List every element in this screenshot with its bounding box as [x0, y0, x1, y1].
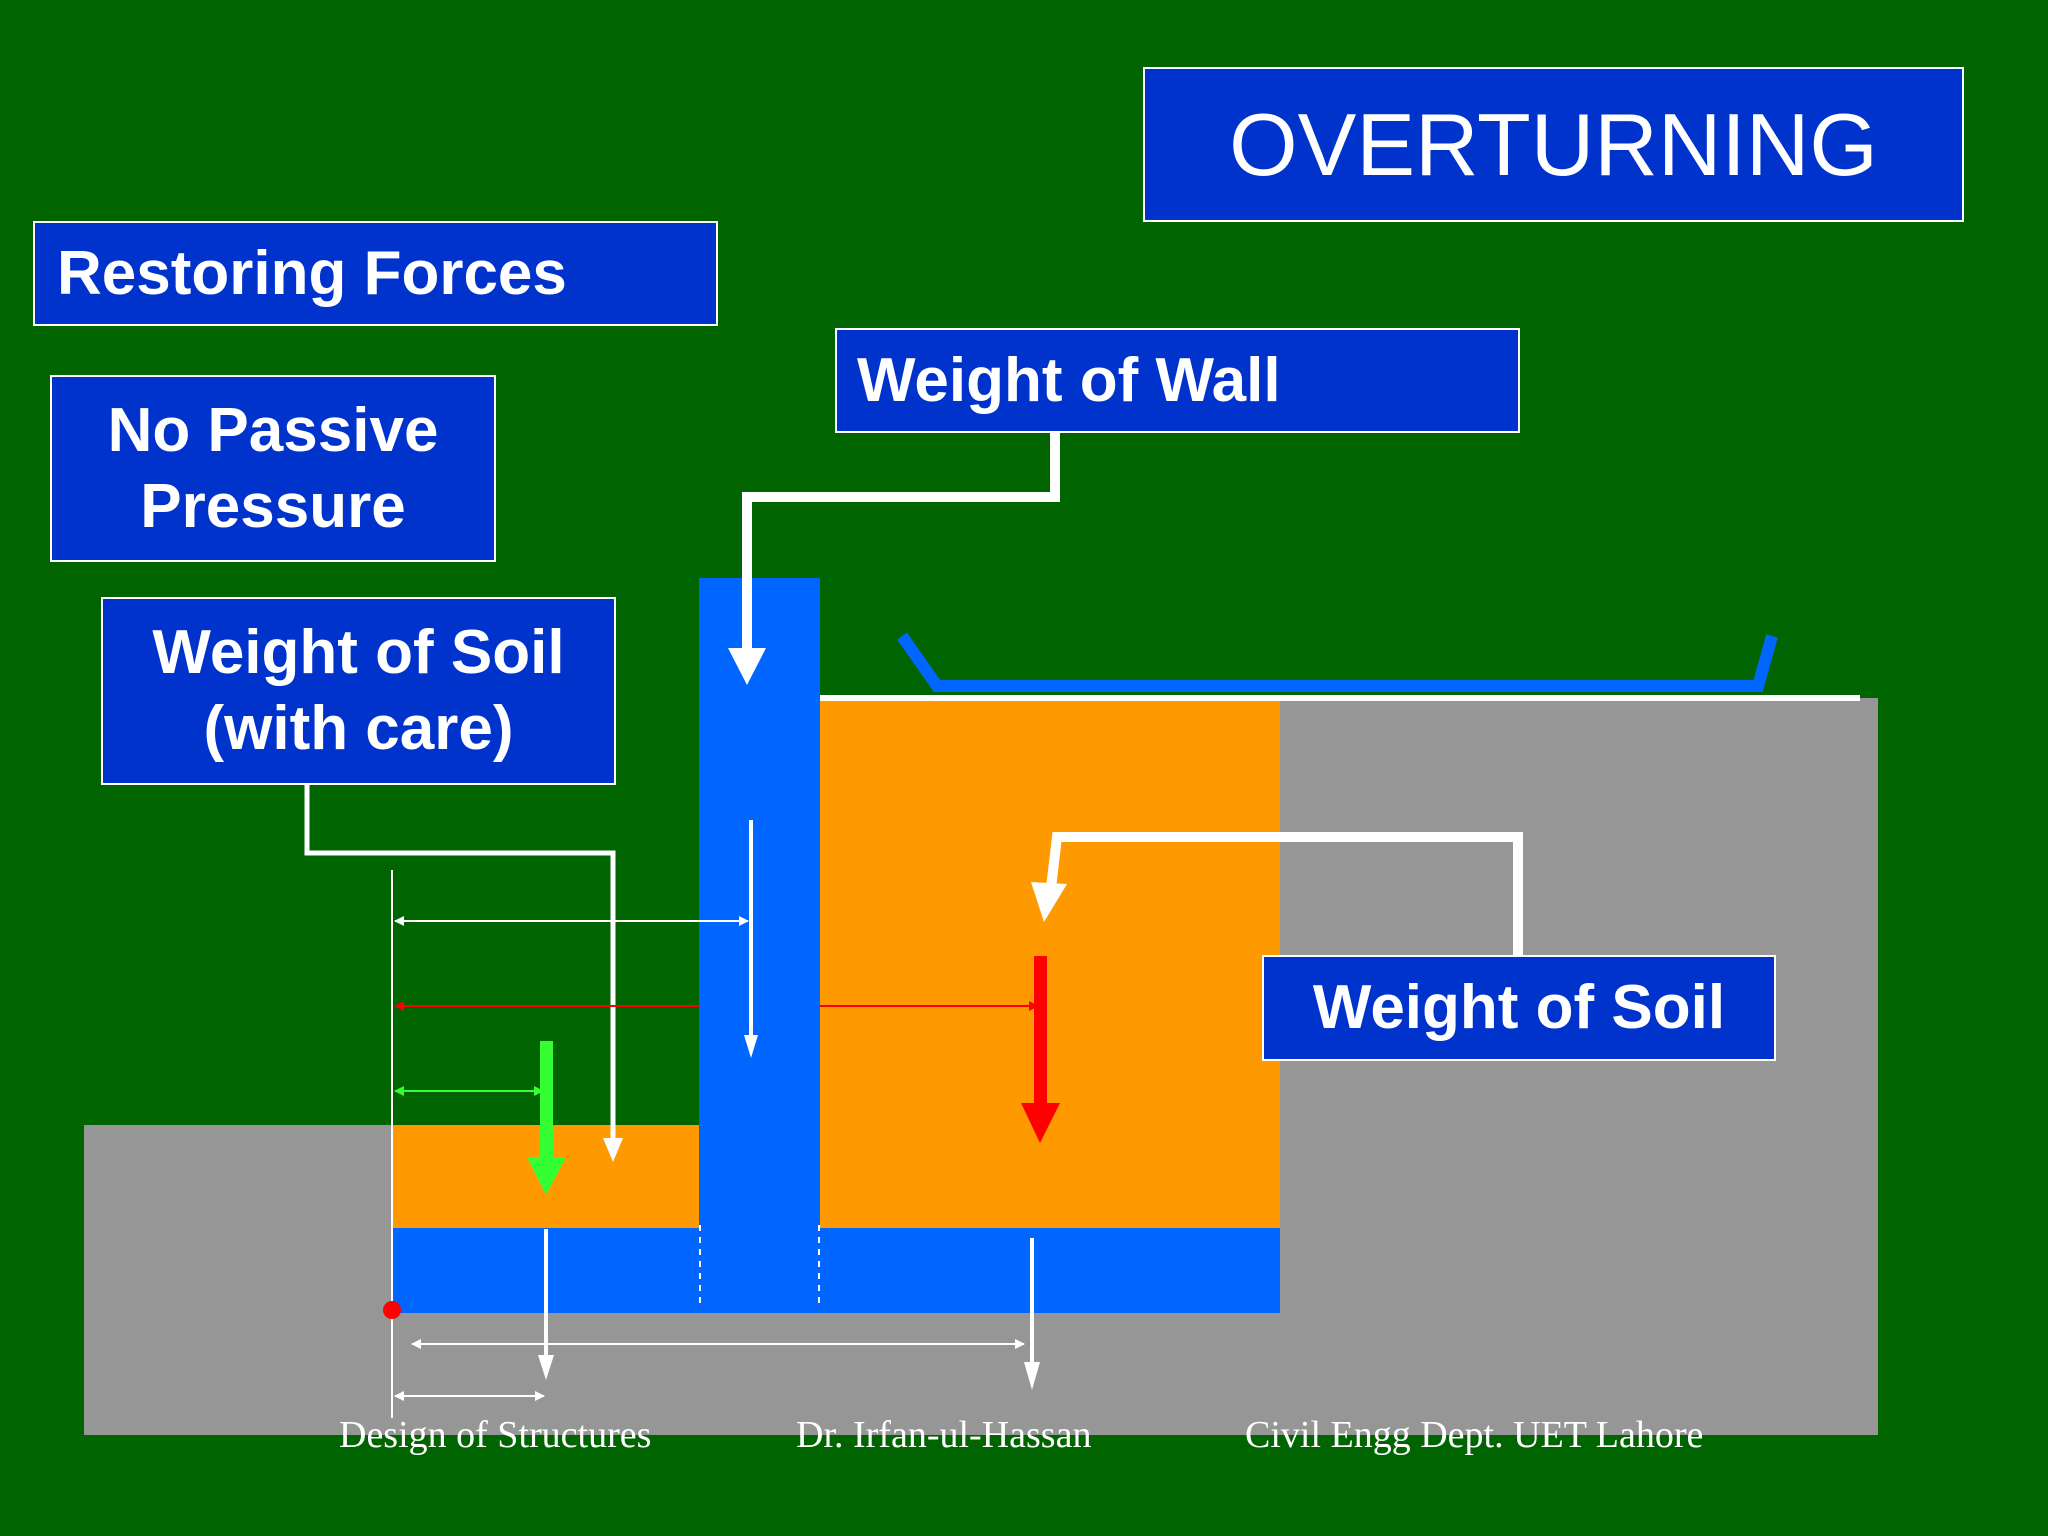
footer-author: Dr. Irfan-ul-Hassan	[796, 1414, 1092, 1456]
soil-weight-force-arrow	[1034, 956, 1047, 1108]
weight-of-soil-box: Weight of Soil	[1262, 955, 1776, 1061]
wall-weight-force-arrowhead	[744, 1035, 758, 1058]
weight-of-soil-with-care-leader	[304, 785, 616, 1140]
toe-pivot-point-dot-icon	[383, 1301, 401, 1319]
no-passive-pressure-box: No Passive Pressure	[50, 375, 496, 562]
backfill-soil-block	[819, 698, 1280, 1229]
weight-of-soil-with-care-line2: (with care)	[203, 694, 514, 763]
weight-of-wall-box: Weight of Wall	[835, 328, 1520, 433]
weight-of-soil-with-care-leader-arrowhead	[603, 1138, 623, 1162]
soil-weight-force-arrowhead	[1021, 1103, 1060, 1143]
weight-of-soil-leader	[1046, 832, 1523, 955]
wall-stem	[699, 578, 820, 1313]
ground-back	[1280, 698, 1878, 1435]
weight-of-wall-leader-arrowhead	[728, 648, 766, 685]
footer-course: Design of Structures	[339, 1414, 652, 1456]
weight-of-soil-with-care-box: Weight of Soil (with care)	[101, 597, 616, 785]
footer-department: Civil Engg Dept. UET Lahore	[1245, 1414, 1704, 1456]
surface-tray	[897, 632, 1778, 692]
front-soil-force-arrow	[540, 1041, 553, 1161]
slide-title: OVERTURNING	[1229, 94, 1878, 194]
restoring-forces-box: Restoring Forces	[33, 221, 718, 326]
front-soil-force-arrowhead	[527, 1157, 566, 1195]
no-passive-pressure-line2: Pressure	[140, 471, 406, 541]
weight-of-soil-label: Weight of Soil	[1312, 973, 1726, 1043]
weight-of-soil-leader-arrowhead	[1031, 882, 1067, 922]
weight-of-wall-label: Weight of Wall	[857, 345, 1281, 415]
weight-of-soil-with-care-line1: Weight of Soil	[152, 618, 565, 688]
weight-of-wall-leader	[742, 433, 1060, 657]
title-box: OVERTURNING	[1143, 67, 1964, 222]
base-arrow-right-head	[1024, 1362, 1040, 1390]
base-arrow-left-head	[538, 1355, 554, 1380]
wall-base-slab	[393, 1228, 1280, 1313]
no-passive-pressure-line1: No Passive	[107, 395, 439, 465]
restoring-forces-label: Restoring Forces	[57, 238, 567, 308]
